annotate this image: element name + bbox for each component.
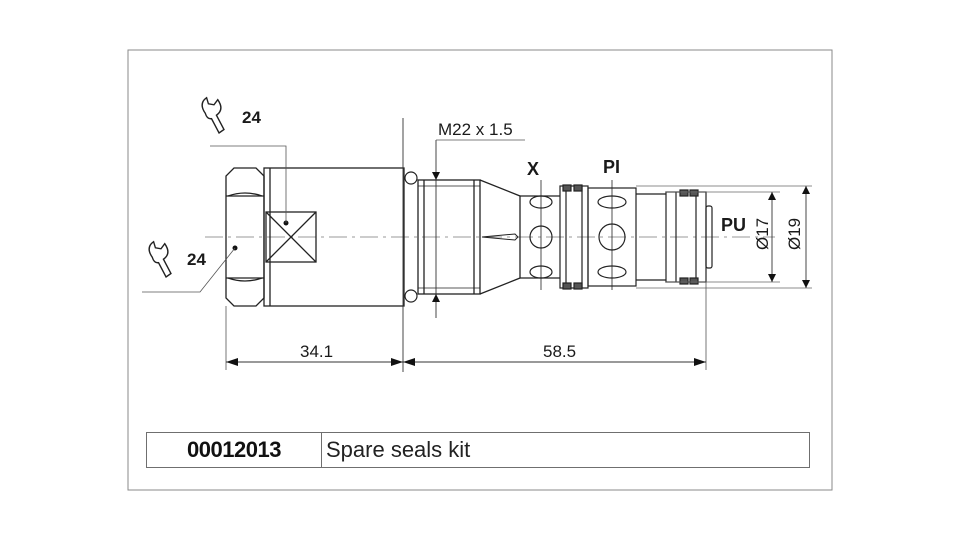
seal-groove-1 — [559, 184, 589, 290]
port-pi-section — [587, 180, 637, 290]
thread-spec-label: M22 x 1.5 — [438, 120, 513, 139]
hex-nut — [225, 167, 265, 307]
part-code: 00012013 — [147, 433, 322, 467]
drawing-border — [127, 49, 833, 491]
wrench-flat-square — [265, 211, 317, 263]
dim-right-label: 58.5 — [543, 342, 576, 361]
dim-right-line — [403, 358, 706, 366]
port-pu-label: PU — [721, 215, 746, 235]
wrench-size-top-label: 24 — [242, 108, 261, 127]
port-x-features — [529, 180, 553, 290]
dia-inner-label: Ø17 — [753, 218, 772, 250]
dim-left-line — [226, 358, 403, 366]
dia-inner-dim — [768, 192, 776, 282]
threaded-section — [417, 179, 481, 295]
dim-left-label: 34.1 — [300, 342, 333, 361]
valve-body — [263, 167, 405, 307]
diameter-extension-lines — [636, 185, 812, 289]
wrench-size-left-label: 24 — [187, 250, 206, 269]
dia-outer-dim — [802, 186, 810, 288]
oring-top — [404, 171, 418, 185]
oring-bottom — [404, 289, 418, 303]
dia-outer-label: Ø19 — [785, 218, 804, 250]
wrench-left-leader — [142, 247, 236, 293]
wrench-icon — [148, 240, 172, 278]
dim-extension-lines — [225, 282, 707, 370]
thread-arrow-top — [432, 172, 440, 180]
wrench-icon — [201, 96, 225, 134]
wrench-top-leader — [210, 145, 287, 223]
part-description: Spare seals kit — [326, 437, 471, 462]
port-pi-label: PI — [603, 157, 620, 177]
orifice-mark — [481, 233, 519, 241]
part-table-row: 00012013 Spare seals kit — [146, 432, 810, 468]
port-x-label: X — [527, 159, 539, 179]
thread-arrow-bottom — [432, 294, 440, 302]
